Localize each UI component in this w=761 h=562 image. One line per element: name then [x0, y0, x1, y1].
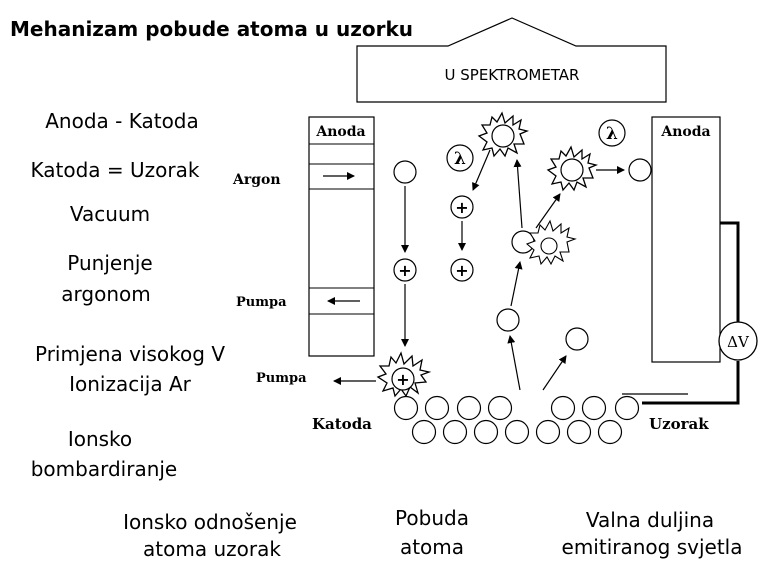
step-anoda-katoda: Anoda - Katoda	[45, 109, 199, 133]
sample-atom-bottom-icon	[566, 419, 592, 445]
photon-lambda-left-icon	[446, 144, 474, 172]
photon-lambda-right: λ	[606, 124, 618, 144]
argon-ion-icon	[393, 258, 417, 282]
ion-upper-icon	[450, 195, 474, 219]
step-katoda-uzorak: Katoda = Uzorak	[31, 158, 200, 182]
impact-ion-charge: +	[396, 370, 409, 389]
caption-sputtering-line2: atoma uzorak	[143, 537, 281, 561]
ion-upper-charge: +	[455, 198, 468, 217]
sample-atom-top-icon	[487, 395, 513, 421]
caption-sputtering-line1: Ionsko odnošenje	[123, 510, 297, 534]
caption-wavelength-line1: Valna duljina	[586, 508, 714, 532]
sample-atom-top-icon	[456, 395, 482, 421]
ion-lower-charge: +	[455, 261, 468, 280]
pump-label-upper: Pumpa	[236, 295, 287, 310]
cathode-label: Katoda	[312, 415, 372, 433]
step-ionsko-line1: Ionsko	[68, 427, 132, 451]
sample-atom-top-icon	[581, 395, 607, 421]
spectrometer-label: U SPEKTROMETAR	[445, 66, 580, 84]
argon-ion-charge: +	[398, 261, 411, 280]
step-punjenje-line1: Punjenje	[67, 251, 152, 275]
photon-lambda-left: λ	[454, 149, 466, 169]
sputtered-atom-right-icon	[565, 327, 589, 351]
sample-atom-bottom-icon	[597, 419, 623, 445]
voltage-label: ΔV	[727, 333, 750, 351]
caption-excitation-line2: atoma	[400, 535, 464, 559]
sample-atom-top-icon	[614, 395, 640, 421]
atom-at-anode-icon	[628, 158, 652, 182]
sample-atom-top-icon	[550, 395, 576, 421]
excited-atom-small-icon	[540, 237, 558, 255]
sample-atom-lattice	[393, 395, 640, 445]
page-title: Mehanizam pobude atoma u uzorku	[10, 17, 413, 41]
sample-label: Uzorak	[649, 415, 709, 433]
sample-atom-bottom-icon	[535, 419, 561, 445]
excited-atom-right-icon	[560, 158, 584, 182]
step-vacuum: Vacuum	[70, 202, 150, 226]
sample-atom-bottom-icon	[504, 419, 530, 445]
arrow-sputter-left	[507, 335, 521, 391]
voltage-source-icon	[718, 321, 758, 361]
arrow-to-right-star	[535, 193, 561, 229]
photon-lambda-right-icon	[598, 119, 626, 147]
anode-left-label: Anoda	[315, 124, 365, 140]
pump-label-lower: Pumpa	[256, 371, 307, 386]
arrow-sputter-right	[542, 355, 567, 391]
sample-atom-bottom-icon	[411, 419, 437, 445]
ion-lower-icon	[450, 258, 474, 282]
left-anode-column	[308, 116, 375, 357]
caption-excitation-line1: Pobuda	[395, 506, 469, 530]
sample-atom-bottom-icon	[473, 419, 499, 445]
sputtered-atom-left-icon	[496, 308, 520, 332]
caption-wavelength-line2: emitiranog svjetla	[562, 535, 743, 559]
step-punjenje-line2: argonom	[61, 282, 150, 306]
sample-atom-bottom-icon	[442, 419, 468, 445]
circuit-wire	[622, 221, 740, 405]
sample-atom-top-icon	[424, 395, 450, 421]
anode-right-label: Anoda	[660, 124, 710, 140]
step-primjena-line1: Primjena visokog V	[35, 342, 225, 366]
right-anode-column	[651, 116, 721, 363]
arrow-sputter-up	[510, 261, 523, 307]
sample-atom-top-icon	[393, 395, 419, 421]
step-ionsko-line2: bombardiranje	[31, 457, 178, 481]
impact-ion-icon	[391, 367, 415, 391]
step-primjena-line2: Ionizacija Ar	[69, 372, 192, 396]
excited-atom-upper-icon	[491, 124, 515, 148]
argon-label: Argon	[232, 172, 281, 188]
arrow-to-upper-ion	[472, 149, 491, 191]
spectrometer-arrow	[356, 17, 667, 103]
arrow-to-upper-star	[513, 159, 523, 229]
argon-atom-icon	[393, 160, 417, 184]
